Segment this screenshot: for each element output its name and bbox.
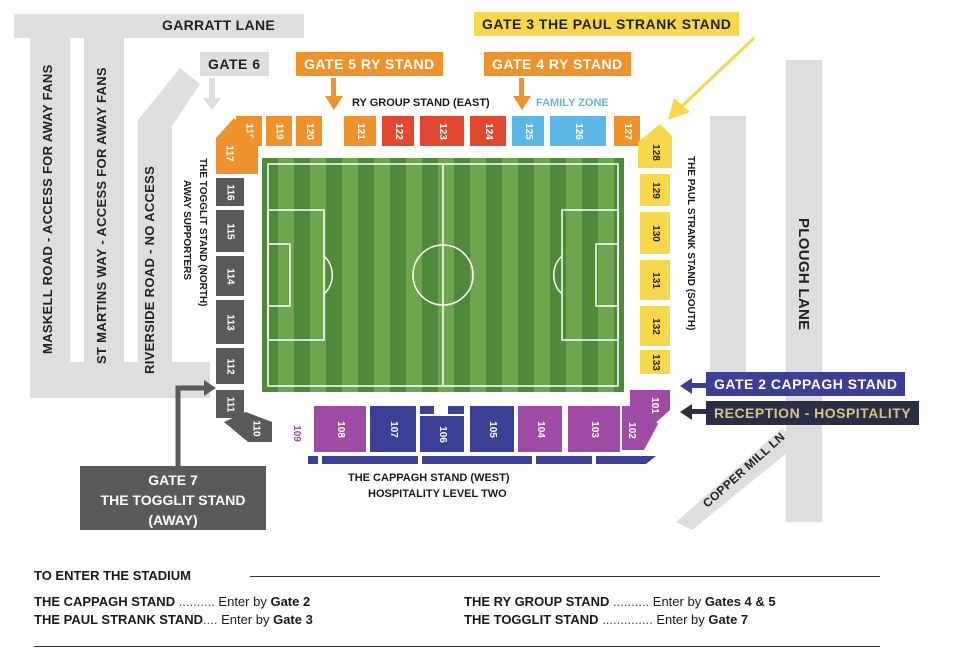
block-111[interactable]: 111	[216, 390, 244, 418]
block-114[interactable]: 114	[216, 256, 244, 296]
block-126[interactable]: 126	[550, 116, 606, 146]
family-zone-label: FAMILY ZONE	[536, 97, 609, 109]
st-martins-road	[84, 38, 124, 384]
block-117-shape[interactable]	[214, 118, 258, 174]
block-128-shape[interactable]	[638, 124, 674, 170]
legend-stand: THE PAUL STRANK STAND	[34, 612, 203, 627]
legend-stand: THE TOGGLIT STAND	[464, 612, 599, 627]
block-109[interactable]: 109	[290, 424, 302, 442]
gate-7-line2: THE TOGGLIT STAND	[100, 492, 246, 508]
block-110-shape[interactable]	[222, 410, 274, 444]
legend-row-ry-group: THE RY GROUP STAND .......... Enter by G…	[464, 594, 776, 609]
west-stand-title: THE CAPPAGH STAND (WEST)	[348, 472, 510, 484]
block-123[interactable]: 123	[420, 116, 464, 146]
block-128: 128	[649, 143, 661, 161]
legend-bottom-rule	[34, 646, 880, 647]
riverside-road	[138, 68, 200, 390]
block-112[interactable]: 112	[216, 348, 244, 384]
legend-stand: THE RY GROUP STAND	[464, 594, 610, 609]
tunnel-west-left	[420, 406, 434, 414]
riverside-road-label: RIVERSIDE ROAD - NO ACCESS	[142, 165, 157, 374]
block-115[interactable]: 115	[216, 210, 244, 252]
gate-6-label[interactable]: GATE 6	[200, 52, 269, 76]
gate-7-box[interactable]: GATE 7 THE TOGGLIT STAND (AWAY)	[80, 466, 266, 530]
legend-stand: THE CAPPAGH STAND	[34, 594, 176, 609]
garratt-lane-road	[14, 14, 304, 38]
gate-4-label[interactable]: GATE 4 RY STAND	[484, 52, 631, 76]
block-108[interactable]: 108	[314, 406, 366, 452]
legend-row-togglit: THE TOGGLIT STAND .............. Enter b…	[464, 612, 749, 627]
block-104[interactable]: 104	[518, 406, 562, 452]
gate-7-line3: (AWAY)	[148, 512, 198, 528]
block-119[interactable]: 119	[266, 116, 292, 146]
garratt-lane-label: GARRATT LANE	[162, 17, 275, 33]
gate-5-label[interactable]: GATE 5 RY STAND	[296, 52, 443, 76]
reception-hospitality-label[interactable]: RECEPTION - HOSPITALITY	[706, 401, 920, 425]
maskell-road-label: MASKELL ROAD - ACCESS FOR AWAY FANS	[40, 64, 55, 354]
block-131[interactable]: 131	[640, 260, 670, 300]
block-116[interactable]: 116	[216, 178, 244, 206]
block-121[interactable]: 121	[344, 116, 376, 146]
block-106[interactable]: 106	[420, 416, 464, 452]
side-road-east	[710, 116, 746, 376]
legend-row-cappagh: THE CAPPAGH STAND .......... Enter by Ga…	[34, 594, 311, 609]
gate-7-line1: GATE 7	[148, 472, 198, 488]
block-122[interactable]: 122	[382, 116, 414, 146]
gate-2-label[interactable]: GATE 2 CAPPAGH STAND	[706, 372, 906, 396]
west-stand-subtitle: HOSPITALITY LEVEL TWO	[368, 488, 507, 500]
block-107[interactable]: 107	[370, 406, 416, 452]
block-110: 110	[250, 419, 262, 437]
south-stand-title: THE PAUL STRANK STAND (SOUTH)	[685, 156, 696, 331]
plough-lane-label: PLOUGH LANE	[795, 218, 812, 331]
block-125[interactable]: 125	[512, 116, 544, 146]
hospitality-level-two-bar	[308, 456, 656, 464]
block-103[interactable]: 103	[568, 406, 620, 452]
block-127[interactable]: 127	[614, 116, 640, 146]
block-102-shape[interactable]	[620, 404, 660, 454]
north-stand-subtitle: AWAY SUPPORTERS	[181, 180, 192, 281]
block-124[interactable]: 124	[470, 116, 506, 146]
st-martins-label: ST MARTINS WAY - ACCESS FOR AWAY FANS	[94, 67, 109, 364]
block-102: 102	[625, 421, 637, 439]
tunnel-west-right	[448, 406, 464, 414]
block-133[interactable]: 133	[640, 350, 670, 374]
block-132[interactable]: 132	[640, 306, 670, 346]
reception-arrow	[680, 404, 708, 420]
block-113[interactable]: 113	[216, 300, 244, 344]
maskell-road	[30, 38, 70, 384]
copper-mill-road	[676, 428, 798, 530]
block-117: 117	[223, 144, 235, 162]
gate-5-arrow	[325, 78, 343, 110]
legend-row-paul-strank: THE PAUL STRANK STAND.... Enter by Gate …	[34, 612, 313, 627]
block-130[interactable]: 130	[640, 212, 670, 254]
pitch-markings	[267, 163, 619, 387]
east-stand-title: RY GROUP STAND (EAST)	[352, 97, 490, 109]
block-120[interactable]: 120	[296, 116, 322, 146]
legend-title: TO ENTER THE STADIUM	[34, 568, 191, 583]
north-stand-title: THE TOGGLIT STAND (NORTH)	[197, 158, 208, 307]
gate-6-arrow	[203, 78, 221, 110]
gate-4-arrow	[513, 78, 531, 110]
gate-7-arrow	[175, 380, 216, 472]
legend-top-rule	[250, 576, 880, 577]
gate-3-arrow	[668, 36, 756, 120]
block-129[interactable]: 129	[640, 174, 670, 206]
gate-3-label[interactable]: GATE 3 THE PAUL STRANK STAND	[474, 12, 740, 36]
block-105[interactable]: 105	[470, 406, 514, 452]
gate-2-arrow	[680, 378, 708, 394]
